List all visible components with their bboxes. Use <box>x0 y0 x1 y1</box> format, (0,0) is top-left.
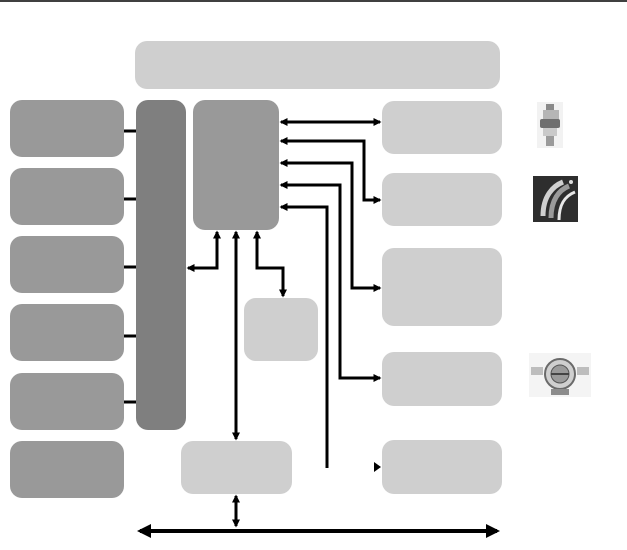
memory-block <box>244 298 318 361</box>
sensor-block-1 <box>10 100 124 157</box>
sensor-block-2 <box>10 168 124 225</box>
sensor-blocks <box>10 100 124 498</box>
output-block-1 <box>382 101 502 154</box>
top-bus-bar <box>135 41 500 89</box>
connectors <box>186 118 382 528</box>
cpu-block <box>193 100 279 230</box>
fuel-injector-icon <box>537 102 563 148</box>
cpu-output-2-link <box>279 137 382 204</box>
throttle-body-icon <box>529 353 591 397</box>
cpu-memory-link <box>253 230 287 298</box>
sensor-block-4 <box>10 304 124 361</box>
bus-cpu-link <box>186 230 221 272</box>
communication-block <box>181 441 292 494</box>
sensor-block-6 <box>10 441 124 498</box>
output-blocks <box>382 101 502 494</box>
output-block-2 <box>382 173 502 226</box>
ignition-coil-icon <box>533 176 578 222</box>
interface-bus <box>136 100 186 430</box>
output-block-5 <box>382 440 502 494</box>
output-5-arrowhead <box>374 462 381 472</box>
sensor-block-5 <box>10 373 124 430</box>
cpu-output-4-link <box>279 181 382 382</box>
output-block-3 <box>382 248 502 326</box>
output-block-4 <box>382 352 502 406</box>
sensor-connectors <box>124 129 137 404</box>
sensor-block-3 <box>10 236 124 293</box>
cpu-return-link <box>279 203 329 468</box>
